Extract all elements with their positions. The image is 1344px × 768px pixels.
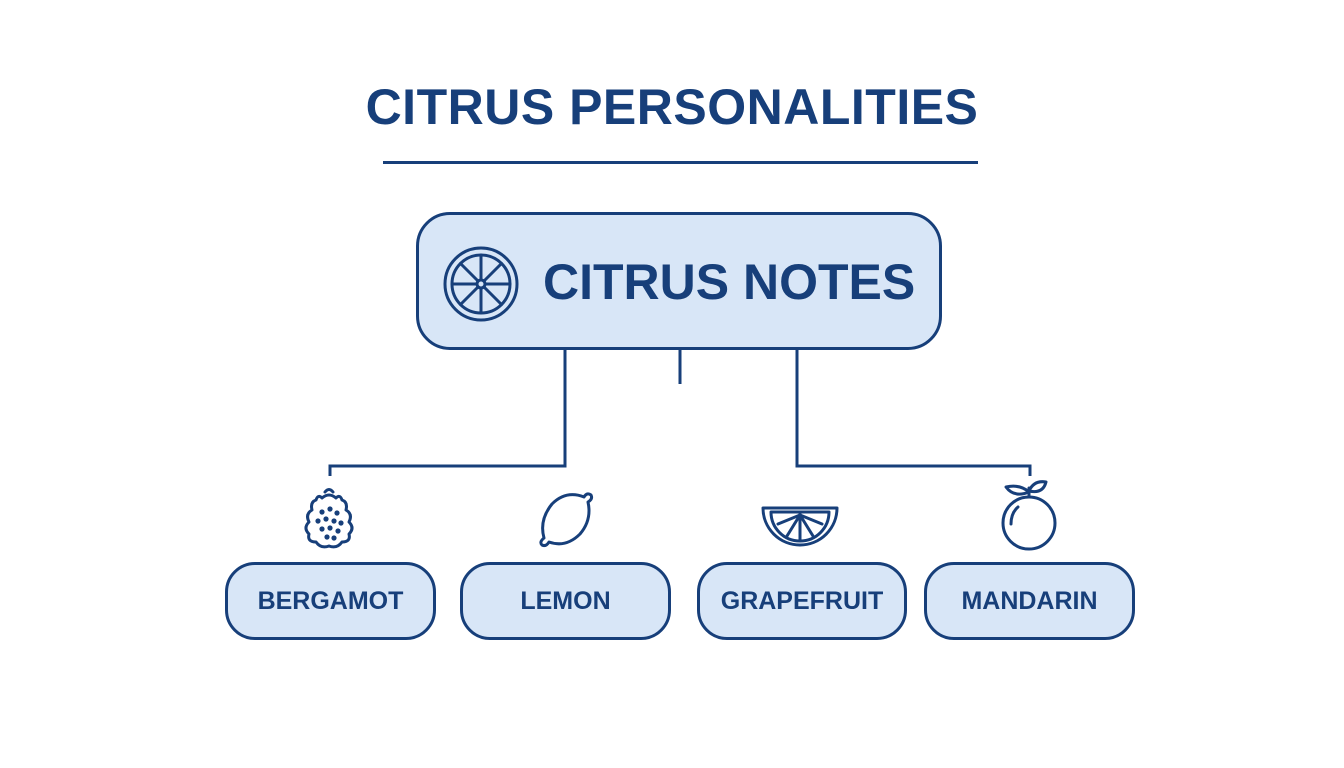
connector-mandarin [795,350,1032,476]
child-node-mandarin: MANDARIN [924,562,1135,640]
child-node-label: MANDARIN [961,586,1098,615]
diagram-title: CITRUS PERSONALITIES [365,79,979,135]
root-node-citrus-notes [416,212,942,350]
bergamot-icon [304,488,354,549]
mandarin-icon [1001,480,1057,551]
root-node-label: CITRUS NOTES [543,254,916,310]
connector-bergamot [328,350,567,476]
child-node-label: LEMON [520,586,611,615]
title-underline [383,161,978,164]
lemon-icon [539,492,594,548]
child-node-lemon: LEMON [460,562,671,640]
child-node-grapefruit: GRAPEFRUIT [697,562,907,640]
grapefruit-slice-icon [761,506,839,547]
child-node-bergamot: BERGAMOT [225,562,436,640]
child-node-label: GRAPEFRUIT [720,586,884,615]
citrus-slice-icon [443,246,519,322]
child-node-label: BERGAMOT [257,586,404,615]
